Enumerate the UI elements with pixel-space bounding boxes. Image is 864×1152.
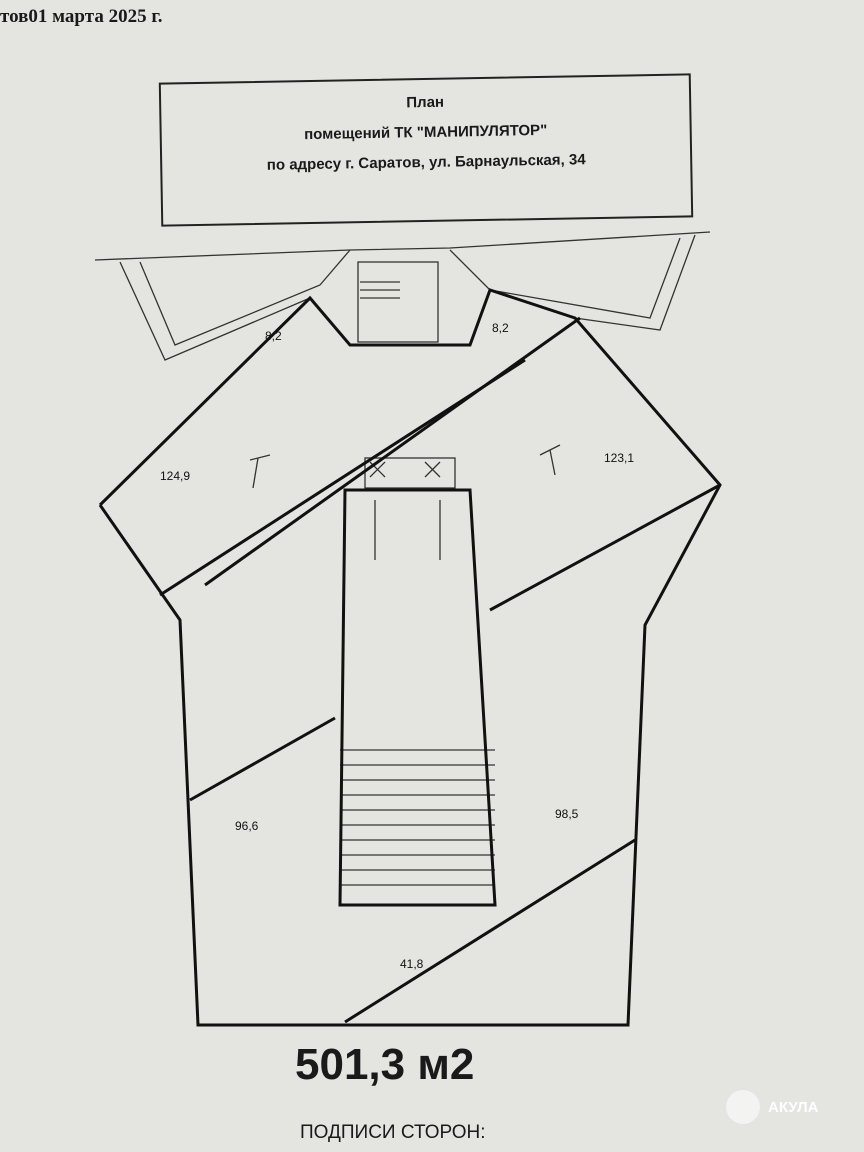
signatures-label: ПОДПИСИ СТОРОН: (300, 1122, 486, 1143)
total-area: 501,3 м2 (295, 1040, 475, 1089)
room-label: 123,1 (604, 451, 634, 465)
room-label: 41,8 (400, 957, 424, 971)
room-label: 8,2 (265, 329, 282, 343)
exterior-walls (94, 231, 711, 886)
room-boundaries (98, 288, 722, 1027)
shark-icon (726, 1090, 760, 1124)
room-label: 8,2 (492, 321, 509, 335)
room-label: 96,6 (235, 819, 259, 833)
watermark-text: АКУЛА (768, 1098, 819, 1116)
room-label: 124,9 (160, 469, 190, 483)
room-label: 98,5 (555, 807, 579, 821)
watermark: АКУЛА (726, 1090, 818, 1124)
document-date: тов01 марта 2025 г. (0, 6, 163, 27)
